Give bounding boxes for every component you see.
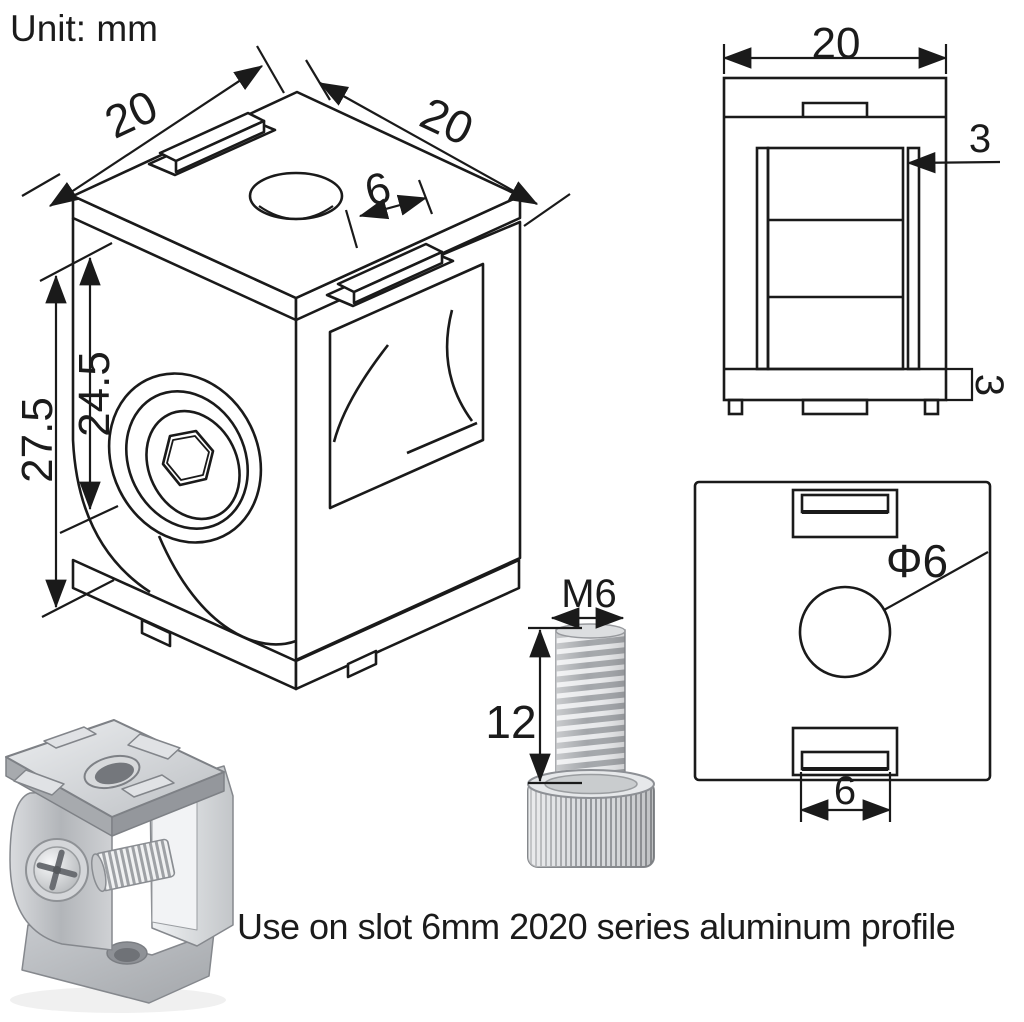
- usage-caption: Use on slot 6mm 2020 series aluminum pro…: [237, 906, 956, 947]
- front-view-dimension-lines: [722, 44, 1001, 402]
- screw-head: [527, 769, 655, 868]
- iso-dim-body-height: 24.5: [70, 351, 119, 437]
- top-dim-hole-diameter: Φ6: [885, 535, 949, 587]
- top-dim-tab-width: 6: [833, 769, 857, 813]
- screw-dim-length: 12: [485, 696, 537, 748]
- iso-top-hole: [248, 171, 344, 221]
- isometric-view-drawing: [21, 45, 571, 691]
- unit-label: Unit: mm: [10, 8, 158, 49]
- top-view-dimension-lines: [799, 551, 989, 822]
- threaded-stud: [90, 838, 176, 893]
- iso-dimension-lines: [21, 45, 571, 618]
- iso-base-plate: [71, 558, 521, 691]
- screw-illustration: [527, 607, 655, 868]
- screw-shank: [555, 623, 626, 783]
- screw-dim-thread: M6: [561, 572, 617, 616]
- iso-clevis-frame: [294, 220, 522, 662]
- product-photo: [5, 719, 234, 1013]
- plate-hole: [83, 754, 141, 790]
- iso-hinge-barrel: [71, 218, 297, 646]
- screw-dimension-lines: [528, 607, 625, 785]
- top-view-slot-bottom: [791, 726, 899, 777]
- front-dim-wall-thickness: 3: [968, 117, 992, 161]
- phillips-screw-icon: [36, 849, 78, 891]
- front-dim-base-thickness: 3: [967, 373, 1011, 397]
- top-view-drawing: [693, 480, 992, 822]
- hex-socket-icon: [161, 429, 215, 487]
- front-dim-width: 20: [811, 19, 861, 68]
- front-view-drawing: [722, 44, 1001, 416]
- top-view-slot-top: [791, 488, 899, 539]
- plate-tabs: [13, 726, 181, 798]
- iso-dim-total-height: 27.5: [13, 397, 62, 483]
- iso-slot-tab-right: [325, 242, 455, 308]
